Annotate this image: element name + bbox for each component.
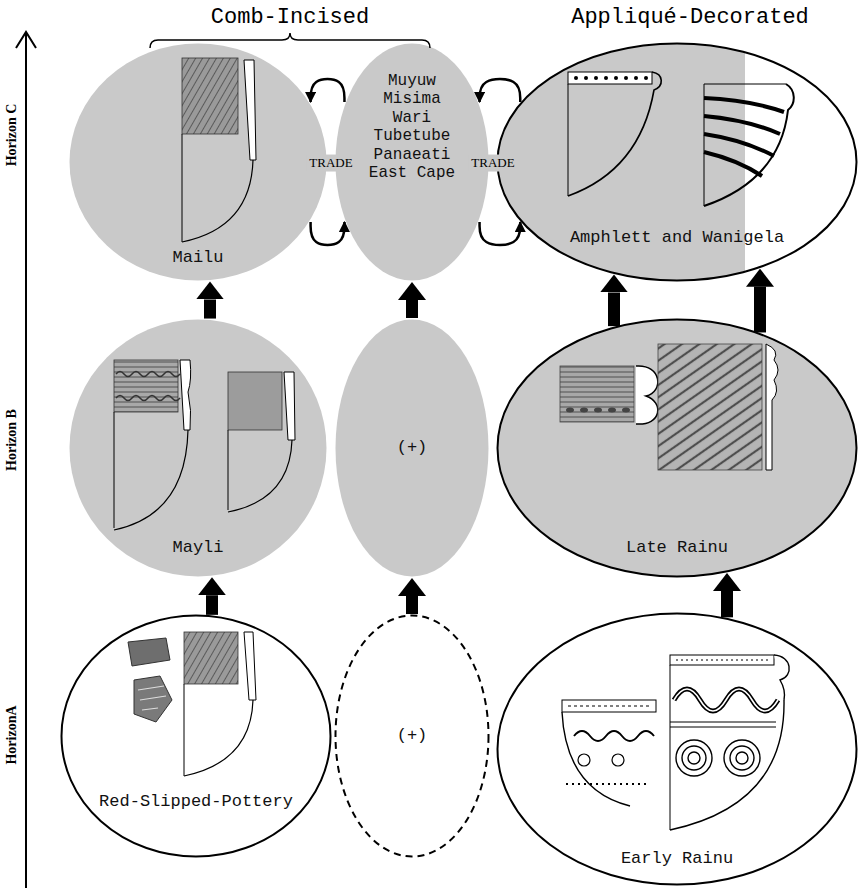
descent-arrow — [406, 300, 418, 318]
pottery-tradition: Muyuw Misima Wari Tubetube Panaeati East… — [334, 42, 490, 282]
pottery-tradition: Mailu — [68, 42, 328, 282]
group-heading: Comb-Incised — [211, 5, 369, 30]
horizon-label: Horizon C — [2, 104, 20, 167]
trade-label: TRADE — [306, 153, 355, 172]
pottery-tradition: Amphlett and Wanigela — [496, 42, 858, 282]
trade-arrow — [480, 79, 521, 102]
trade-label: TRADE — [468, 155, 517, 172]
tradition-name: Red-Slipped-Pottery — [99, 792, 293, 812]
pottery-tradition: (+) — [334, 318, 490, 578]
horizon-label: Horizon B — [4, 409, 19, 471]
node-ellipse — [336, 44, 489, 281]
group-heading: Appliqué-Decorated — [571, 5, 809, 30]
trade-label: TRADE — [306, 155, 355, 172]
late-rainu-sherd — [560, 366, 658, 424]
tradition-name: Mayli — [172, 538, 223, 558]
pottery-tradition: Red-Slipped-Pottery — [60, 614, 332, 858]
horizon-label: Horizon B — [2, 409, 20, 471]
pottery-tradition: Early Rainu — [496, 612, 858, 886]
horizon-label: HorizonA — [2, 705, 20, 764]
descent-arrow — [608, 292, 620, 326]
trade-arrow — [311, 79, 345, 102]
descent-arrow — [754, 287, 766, 333]
tradition-name: Late Rainu — [626, 538, 728, 558]
trade-label: TRADE — [468, 153, 517, 172]
node-outline — [68, 42, 328, 282]
tradition-name: (+) — [397, 438, 428, 458]
node-ellipse — [62, 616, 331, 857]
tradition-name: Early Rainu — [621, 849, 733, 869]
node-ellipse — [498, 44, 857, 281]
descent-arrow — [406, 596, 418, 614]
descent-arrow — [206, 595, 218, 615]
node-outline — [496, 612, 858, 886]
descent-arrow — [721, 591, 733, 617]
node-ellipse — [70, 320, 327, 577]
node-ellipse — [498, 614, 857, 885]
node-ellipse — [336, 320, 489, 577]
late-rainu-sherd — [658, 344, 778, 470]
tradition-name: (+) — [397, 726, 428, 746]
horizon-label: HorizonA — [4, 705, 19, 764]
group-heading: Appliqué-Decorated — [571, 5, 809, 30]
trade-arrow — [480, 222, 521, 245]
horizon-label: Horizon C — [4, 104, 19, 167]
pottery-tradition: (+) — [334, 614, 490, 858]
tradition-name: Amphlett and Wanigela — [570, 228, 784, 248]
pottery-tradition: Late Rainu — [496, 318, 858, 578]
node-outline — [60, 614, 332, 858]
descent-arrow — [204, 299, 216, 318]
pottery-tradition: Mayli — [68, 318, 328, 578]
tradition-name: Mailu — [172, 248, 223, 268]
tradition-name: Muyuw Misima Wari Tubetube Panaeati East… — [368, 72, 456, 182]
trade-arrow — [311, 222, 345, 245]
time-axis — [16, 32, 36, 888]
node-ellipse — [498, 320, 857, 577]
node-ellipse — [336, 616, 489, 857]
node-ellipse — [70, 44, 327, 281]
group-heading: Comb-Incised — [211, 5, 369, 30]
